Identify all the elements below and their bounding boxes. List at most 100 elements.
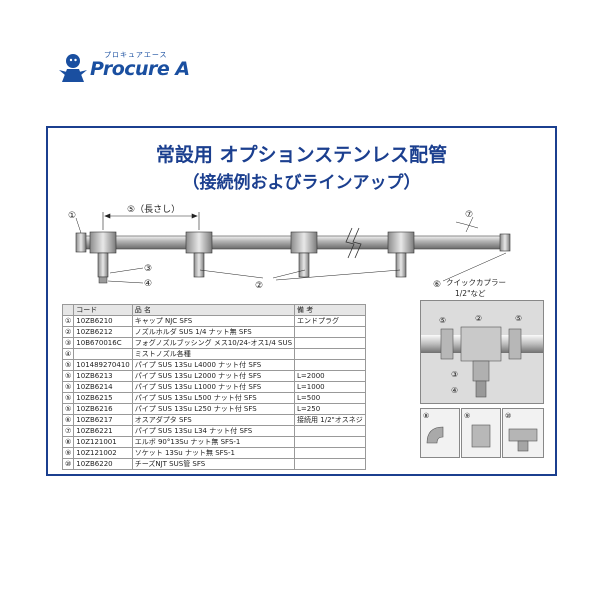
- callout-3: ③: [144, 264, 152, 274]
- row-code: 10Z121002: [73, 447, 133, 459]
- fitting-callout-9: ⑨: [464, 412, 470, 420]
- row-note: [294, 348, 366, 360]
- row-code: 10ZB6210: [73, 315, 133, 327]
- row-number: ⑤: [61, 381, 75, 393]
- header-note: 備 考: [294, 304, 366, 316]
- row-code: 10ZB6221: [73, 425, 133, 437]
- logo-subtitle: プロキュアエース: [104, 51, 168, 59]
- row-name: キャップ NJC SFS: [131, 315, 296, 327]
- row-code: 10ZB6220: [73, 458, 133, 470]
- header-code: コード: [73, 304, 133, 316]
- row-name: パイプ SUS 13Su L4000 ナット付 SFS: [131, 359, 296, 371]
- row-number: ⑤: [61, 370, 75, 382]
- row-code: 10ZB6216: [73, 403, 133, 415]
- coupler-label-2: 1/2"など: [455, 289, 486, 298]
- elbow-photo: ⑧: [420, 408, 460, 458]
- panel-title: 常設用 オプションステンレス配管: [155, 144, 448, 166]
- row-code: 10ZB6217: [73, 414, 133, 426]
- callout-7: ⑦: [465, 210, 473, 220]
- photo-callout-4: ④: [451, 386, 458, 395]
- row-note: L=250: [294, 403, 366, 415]
- photo-callout-2: ②: [475, 314, 482, 323]
- row-name: エルボ 90°13Su ナット無 SFS-1: [131, 436, 296, 448]
- tee-fitting-1: [89, 231, 117, 284]
- row-note: エンドプラグ: [294, 315, 366, 327]
- row-code: 10Z121001: [73, 436, 133, 448]
- row-note: [294, 458, 366, 470]
- row-number: ①: [61, 315, 75, 327]
- row-code: 10ZB6213: [73, 370, 133, 382]
- callout-6: ⑥: [433, 280, 441, 290]
- pipe-break-mark: [345, 227, 362, 259]
- row-note: L=1000: [294, 381, 366, 393]
- fitting-photo-art: ⑤ ② ⑤ ③ ④: [421, 301, 543, 403]
- product-panel: 常設用 オプションステンレス配管 （接続例およびラインアップ）: [46, 126, 557, 476]
- row-name: ソケット 13Su ナット無 SFS-1: [131, 447, 296, 459]
- row-note: L=2000: [294, 370, 366, 382]
- row-number: ⑤: [61, 359, 75, 371]
- row-code: 10ZB6214: [73, 381, 133, 393]
- tee-fitting-3: [290, 231, 318, 278]
- tee-photo: ⑩: [502, 408, 544, 458]
- row-code: 10B670016C: [73, 337, 133, 349]
- photo-callout-5b: ⑤: [515, 314, 522, 323]
- row-note: [294, 359, 366, 371]
- callout-1: ①: [68, 211, 76, 221]
- header-name: 品 名: [131, 304, 296, 316]
- row-name: オスアダプタ SFS: [131, 414, 296, 426]
- row-number: ④: [61, 348, 75, 360]
- row-number: ②: [61, 326, 75, 338]
- row-note: L=500: [294, 392, 366, 404]
- row-name: パイプ SUS 13Su L1000 ナット付 SFS: [131, 381, 296, 393]
- fitting-callout-8: ⑧: [423, 412, 429, 420]
- row-note: [294, 425, 366, 437]
- row-number: ⑨: [61, 447, 75, 459]
- row-number: ⑦: [61, 425, 75, 437]
- row-number: ⑥: [61, 414, 75, 426]
- row-note: 接続用 1/2"オスネジ: [294, 414, 366, 426]
- tee-fitting-4: [387, 231, 415, 278]
- row-name: ノズルホルダ SUS 1/4 ナット無 SFS: [131, 326, 296, 338]
- procure-a-logo: プロキュアエース Procure A: [56, 50, 206, 90]
- row-note: [294, 447, 366, 459]
- table-header: コード 品 名 備 考: [61, 304, 366, 316]
- coupler-adapter: [499, 233, 511, 252]
- row-note: [294, 436, 366, 448]
- row-note: [294, 337, 366, 349]
- callout-2: ②: [255, 281, 263, 291]
- logo-name: Procure A: [90, 58, 190, 80]
- row-number: ⑤: [61, 403, 75, 415]
- end-cap: [75, 232, 87, 253]
- row-name: フォグノズルブッシング メス10/24-オス1/4 SUS: [131, 337, 296, 349]
- row-number: ⑧: [61, 436, 75, 448]
- row-code: 10ZB6212: [73, 326, 133, 338]
- fitting-callout-10: ⑩: [505, 412, 511, 420]
- length-label: ⑤（長さし）: [127, 204, 180, 215]
- row-note: [294, 326, 366, 338]
- piping-diagram: ⑤（長さし） ① ③ ④ ② ⑦ ⑥ クイックカプラー 1/2"など: [68, 204, 511, 298]
- tee-fitting-2: [185, 231, 213, 278]
- length-dimension: [102, 212, 200, 230]
- header-no: [61, 304, 75, 316]
- row-number: ⑤: [61, 392, 75, 404]
- panel-subtitle: （接続例およびラインアップ）: [182, 173, 421, 193]
- callout-4: ④: [144, 279, 152, 289]
- row-code: 10ZB6215: [73, 392, 133, 404]
- row-code: [73, 348, 133, 360]
- fitting-photo: ⑤ ② ⑤ ③ ④: [420, 300, 544, 404]
